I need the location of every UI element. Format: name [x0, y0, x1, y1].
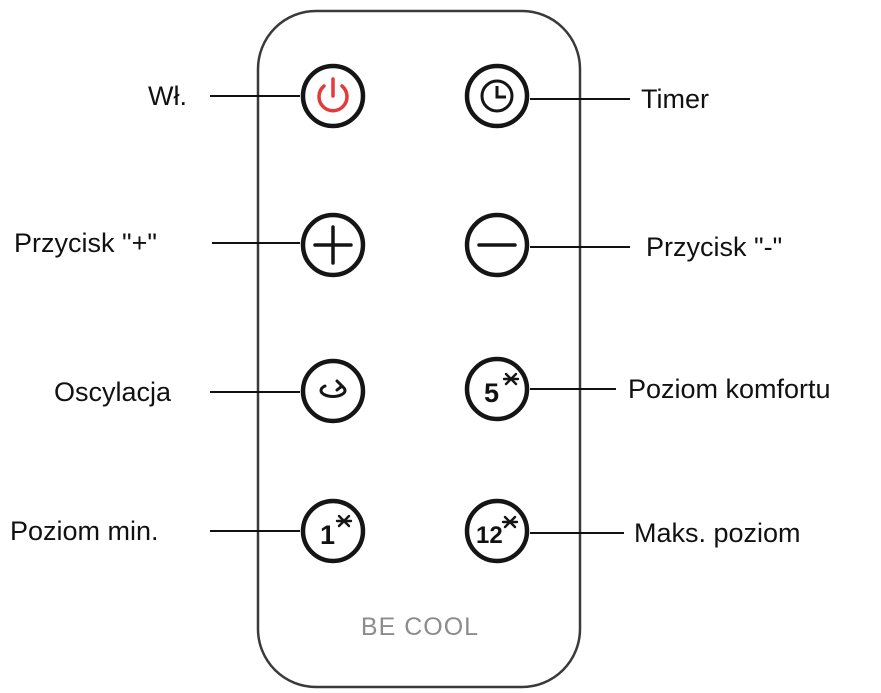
power-icon: [317, 77, 349, 113]
plus-icon: [313, 225, 353, 265]
min-level-number: 1: [320, 520, 335, 550]
timer-button[interactable]: [464, 63, 530, 129]
snowflake-icon: [501, 515, 519, 529]
oscillation-button[interactable]: [300, 358, 366, 424]
comfort-level-number: 5: [484, 378, 499, 408]
snowflake-icon: [502, 372, 520, 386]
label-comfort: Poziom komfortu: [628, 374, 831, 404]
label-oscillation: Oscylacja: [54, 377, 172, 407]
label-max: Maks. poziom: [634, 518, 801, 548]
label-minus: Przycisk "-": [646, 232, 782, 262]
max-level-button[interactable]: 12: [464, 498, 530, 564]
oscillation-icon: [319, 379, 347, 398]
max-level-number: 12: [476, 522, 503, 549]
snowflake-icon: [335, 514, 353, 528]
label-timer: Timer: [641, 84, 709, 114]
label-min: Poziom min.: [10, 516, 159, 546]
label-plus: Przycisk "+": [14, 228, 157, 258]
power-button[interactable]: [300, 63, 366, 129]
brand-logo-text: BE COOL: [361, 613, 479, 641]
plus-button[interactable]: [300, 212, 366, 278]
clock-icon: [480, 79, 514, 113]
comfort-level-button[interactable]: 5: [464, 356, 530, 422]
min-level-button[interactable]: 1: [300, 498, 366, 564]
label-power: Wł.: [148, 81, 187, 111]
minus-button[interactable]: [464, 212, 530, 278]
